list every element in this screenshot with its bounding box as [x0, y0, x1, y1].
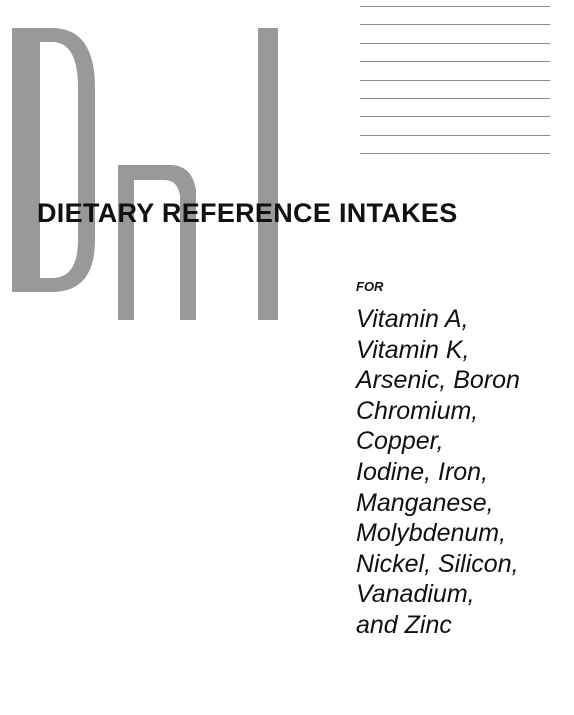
- nutrient-item: and Zinc: [356, 610, 452, 639]
- nutrient-item: Molybdenum,: [356, 519, 507, 548]
- nutrient-item: Manganese,: [356, 488, 494, 517]
- nutrient-item: Vitamin A,: [356, 305, 469, 333]
- nutrient-item: Iodine, Iron,: [356, 457, 489, 486]
- rule-line: [360, 116, 550, 118]
- nutrient-item: Vitamin K,: [356, 335, 470, 364]
- logo-letter-d: [12, 28, 95, 292]
- rule-line: [360, 42, 550, 44]
- nutrient-item: Nickel, Silicon,: [356, 549, 519, 578]
- rule-line: [360, 134, 550, 136]
- for-label: FOR: [356, 279, 384, 294]
- dri-logo: [12, 28, 278, 320]
- document-title: DIETARY REFERENCE INTAKES: [37, 198, 458, 228]
- rule-line: [360, 97, 550, 99]
- rule-line: [360, 6, 550, 7]
- nutrient-item: Arsenic, Boron: [356, 366, 520, 395]
- decorative-rule-lines: [360, 6, 550, 172]
- rule-line: [360, 79, 550, 81]
- logo-letter-i: [258, 28, 278, 320]
- rule-line: [360, 61, 550, 63]
- logo-letter-r: [118, 165, 196, 320]
- rule-line: [360, 153, 550, 155]
- nutrient-list: Vitamin A, Vitamin K, Arsenic, Boron Chr…: [356, 304, 520, 641]
- nutrient-item: Vanadium,: [356, 580, 475, 609]
- nutrient-item: Copper,: [356, 427, 444, 456]
- rule-line: [360, 24, 550, 26]
- nutrient-item: Chromium,: [356, 396, 479, 425]
